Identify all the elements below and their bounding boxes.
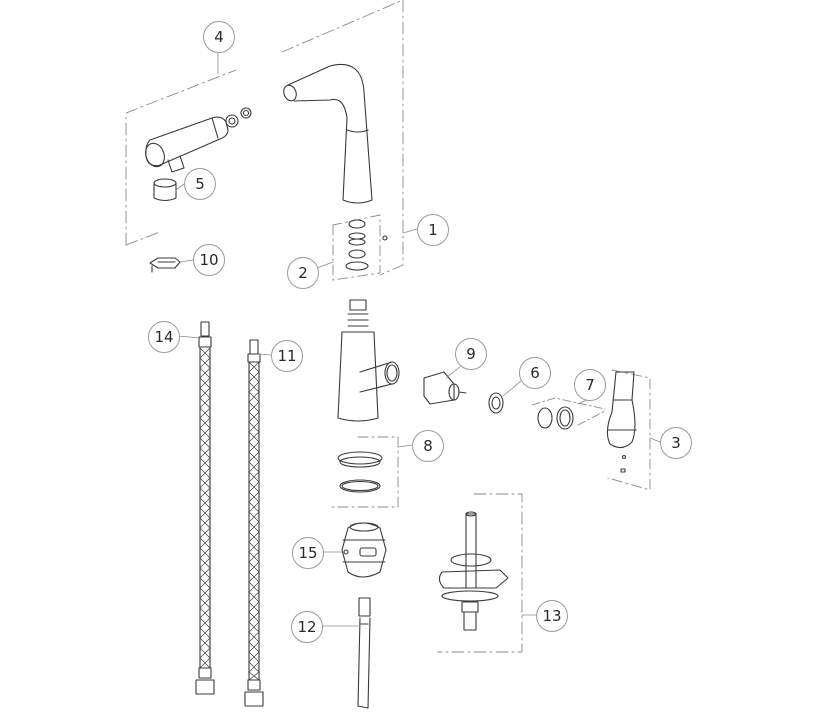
- pull-out-hose: [357, 597, 371, 709]
- fixing-set-frame: [437, 493, 523, 653]
- callout-8: 8: [412, 430, 444, 462]
- mounting-set-frame: [332, 214, 381, 281]
- braided-hose-14: [195, 321, 215, 695]
- spout-frame: [281, 0, 404, 276]
- callout-10: 10: [193, 244, 225, 276]
- callout-1: 1: [417, 214, 449, 246]
- leader-9: [445, 365, 462, 379]
- aerator: [153, 178, 177, 202]
- callout-3: 3: [660, 427, 692, 459]
- callout-15: 15: [292, 537, 324, 569]
- spray-head: [145, 107, 252, 173]
- callout-9: 9: [455, 338, 487, 370]
- callout-2: 2: [287, 257, 319, 289]
- leader-1: [402, 228, 418, 234]
- leader-11: [258, 353, 272, 356]
- leader-2: [316, 261, 334, 269]
- mounting-set: [345, 219, 388, 271]
- ring-set-frame: [531, 397, 606, 426]
- group-4-frame: [125, 69, 237, 246]
- leader-3: [649, 437, 661, 443]
- leader-8: [397, 444, 413, 448]
- braided-hose-11: [244, 339, 264, 707]
- hose-clip: [149, 257, 181, 273]
- fixing-set: [438, 511, 509, 631]
- callout-11: 11: [271, 340, 303, 372]
- callout-12: 12: [291, 611, 323, 643]
- leader-6: [502, 380, 522, 397]
- base-gaskets: [337, 451, 383, 493]
- leader-14: [177, 335, 201, 339]
- callout-5: 5: [184, 168, 216, 200]
- callout-4: 4: [203, 21, 235, 53]
- ring-set: [537, 406, 574, 430]
- callout-6: 6: [519, 357, 551, 389]
- handle-frame: [607, 369, 651, 491]
- leader-5: [175, 183, 185, 191]
- base-block: [341, 522, 387, 578]
- cartridge-nut: [488, 392, 504, 414]
- leader-10: [179, 259, 194, 263]
- lever-handle: [606, 371, 637, 473]
- gasket-frame: [327, 436, 399, 508]
- faucet-body: [337, 299, 400, 422]
- spout: [283, 64, 373, 204]
- callout-13: 13: [536, 600, 568, 632]
- cartridge: [423, 371, 467, 405]
- callout-7: 7: [574, 369, 606, 401]
- callout-14: 14: [148, 321, 180, 353]
